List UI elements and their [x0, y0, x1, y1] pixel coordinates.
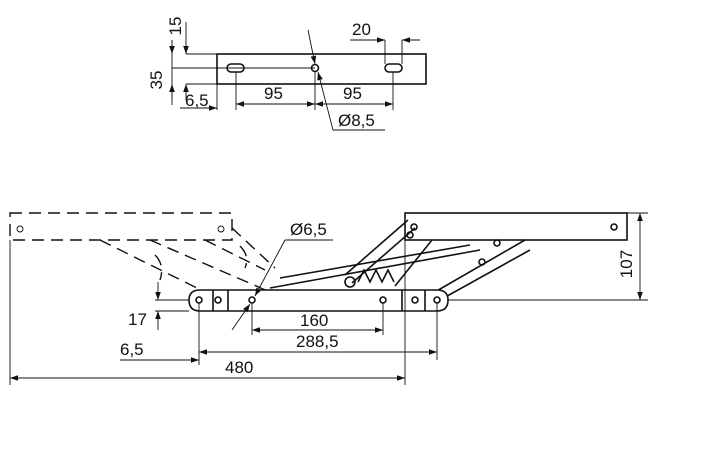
dim-diameter-8-5: Ø8,5 — [338, 111, 375, 130]
dim-160: 160 — [300, 311, 328, 330]
dim-diameter-6-5: Ø6,5 — [290, 220, 327, 239]
dim-6-5-top: 6,5 — [185, 91, 209, 110]
upper-plate — [404, 212, 628, 241]
top-plate-slot-right — [384, 63, 403, 73]
dim-107: 107 — [617, 250, 636, 278]
dim-6-5-bottom: 6,5 — [120, 340, 144, 359]
dim-288-5: 288,5 — [296, 332, 339, 351]
dim-20: 20 — [352, 20, 371, 39]
mechanism-side-view: Ø6,5 107 17 6,5 160 288,5 480 — [9, 212, 648, 385]
dim-95-left: 95 — [264, 84, 283, 103]
top-plate — [216, 53, 427, 85]
dim-95-right: 95 — [343, 84, 362, 103]
dashed-open-plate — [9, 212, 233, 241]
dim-17: 17 — [128, 310, 147, 329]
dim-480: 480 — [225, 358, 253, 377]
spring — [344, 268, 395, 288]
dim-15: 15 — [166, 17, 185, 36]
top-plate-view: 35 15 20 6,5 95 95 Ø8,5 — [147, 17, 427, 131]
dim-35: 35 — [147, 71, 166, 90]
